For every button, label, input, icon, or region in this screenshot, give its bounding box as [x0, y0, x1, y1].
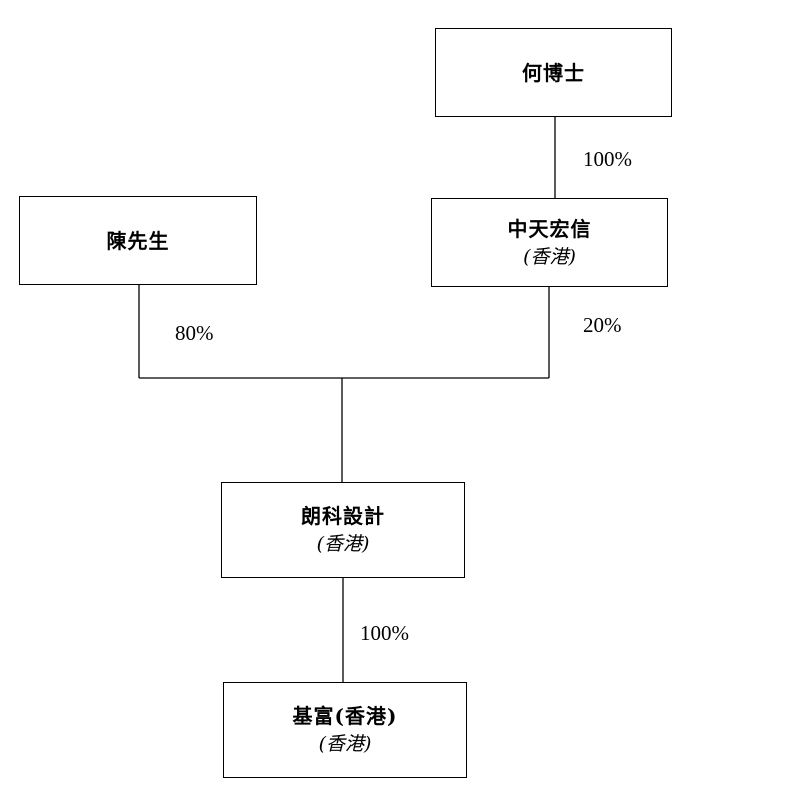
entity-name: 中天宏信	[507, 216, 592, 241]
entity-box-jifu: 基富(香港) (香港)	[223, 682, 467, 778]
ownership-percent-zhongtian-langke: 20%	[583, 313, 622, 337]
entity-box-mr-chen: 陳先生	[19, 196, 257, 285]
entity-name: 何博士	[522, 60, 585, 85]
entity-name: 朗科設計	[301, 504, 385, 528]
entity-jurisdiction: (香港)	[318, 733, 372, 755]
entity-box-zhongtian: 中天宏信 (香港)	[431, 198, 668, 287]
entity-jurisdiction: (香港)	[523, 245, 576, 268]
entity-name: 陳先生	[106, 228, 170, 253]
entity-name: 基富(香港)	[292, 704, 398, 728]
entity-box-dr-he: 何博士	[435, 28, 672, 117]
ownership-percent-mr-chen-langke: 80%	[175, 321, 214, 345]
entity-box-langke: 朗科設計 (香港)	[221, 482, 465, 578]
ownership-percent-langke-jifu: 100%	[360, 621, 409, 645]
ownership-percent-dr-he-zhongtian: 100%	[583, 147, 632, 171]
entity-jurisdiction: (香港)	[316, 533, 370, 555]
